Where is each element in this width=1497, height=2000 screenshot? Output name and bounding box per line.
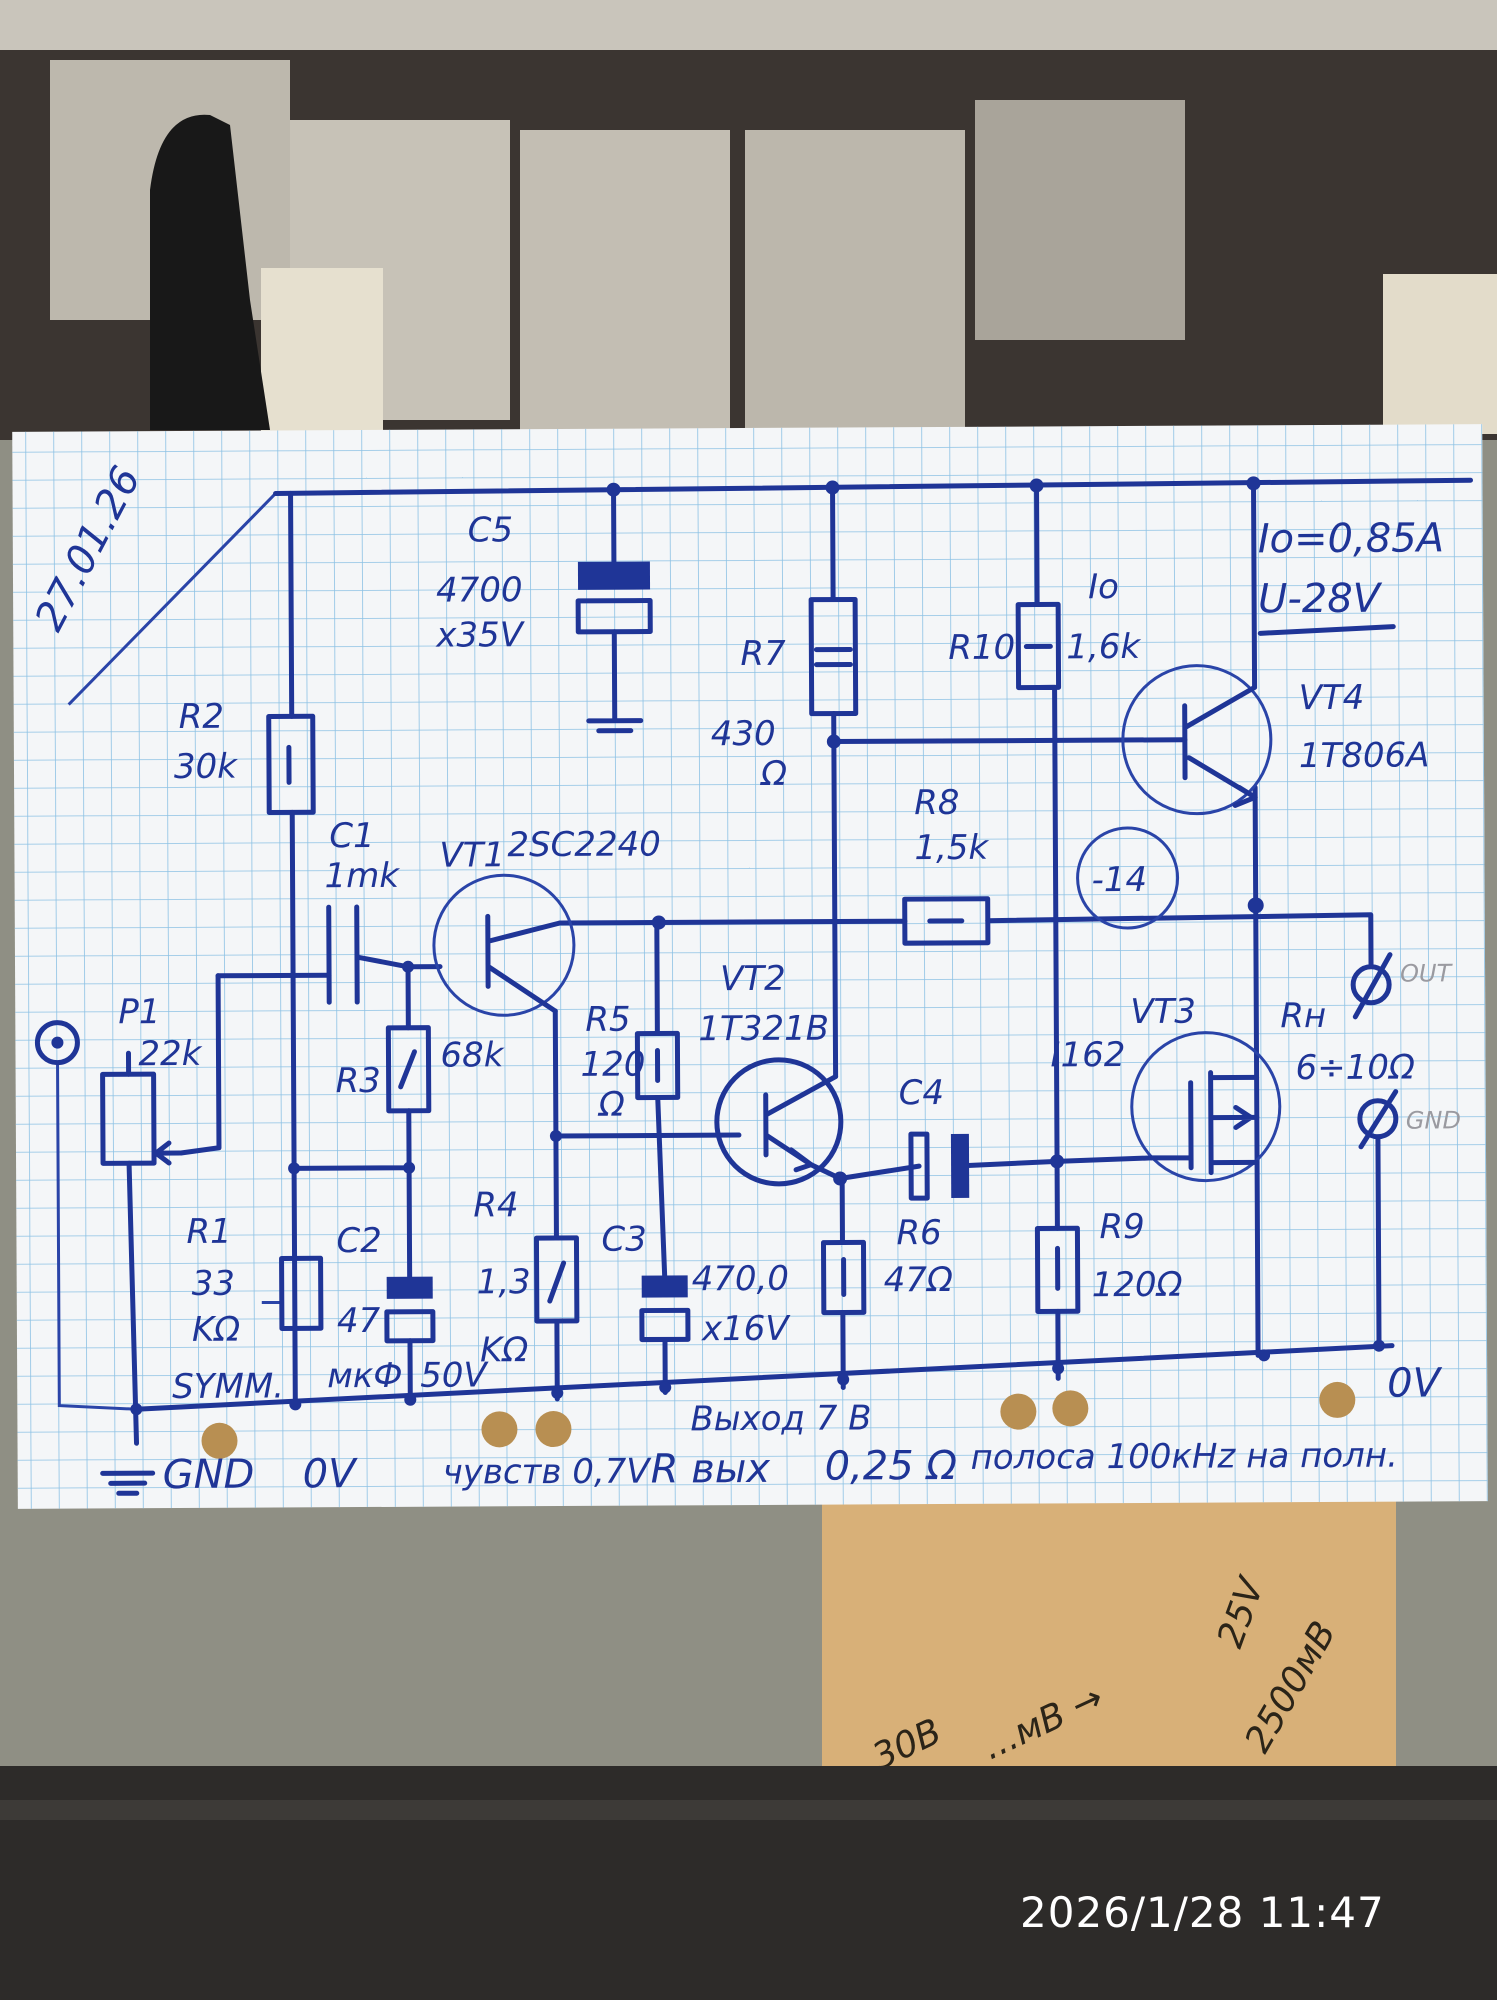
svg-text:R10: R10 <box>948 628 1015 668</box>
svg-text:C1: C1 <box>329 816 375 856</box>
svg-text:C3: C3 <box>601 1220 647 1260</box>
svg-text:47Ω: 47Ω <box>884 1260 953 1300</box>
resistor-r6: R6 47Ω <box>820 1213 953 1316</box>
resistor-r5: R5 120 Ω <box>580 1000 681 1125</box>
resistor-r3: R3 68k <box>336 1025 505 1114</box>
svg-text:Ω: Ω <box>597 1085 625 1125</box>
junction-nodes <box>130 476 1386 1416</box>
load-terminals: OUT GND Rн 6÷10Ω <box>1280 952 1461 1150</box>
svg-text:430: 430 <box>711 714 776 754</box>
svg-text:1Т806А: 1Т806А <box>1299 735 1430 776</box>
svg-text:1Т321В: 1Т321В <box>698 1009 829 1050</box>
photo-timestamp: 2026/1/28 11:47 <box>1020 1888 1385 1937</box>
svg-text:120Ω: 120Ω <box>1092 1265 1183 1305</box>
svg-text:0V: 0V <box>303 1451 359 1497</box>
svg-text:R6: R6 <box>896 1213 941 1253</box>
svg-text:R8: R8 <box>914 783 959 823</box>
resistor-r4: R4 1,3 KΩ <box>473 1185 580 1370</box>
svg-text:2SC2240: 2SC2240 <box>507 824 661 865</box>
cardboard: 30В ...мВ → 25V 2500мВ <box>822 1479 1396 1789</box>
svg-text:68k: 68k <box>440 1035 504 1075</box>
black-cable <box>150 114 270 431</box>
svg-text:1,6k: 1,6k <box>1066 627 1141 667</box>
resistor-r7: R7 430 Ω <box>711 596 859 794</box>
svg-text:VT4: VT4 <box>1299 678 1365 718</box>
svg-text:Io: Io <box>1088 567 1119 607</box>
svg-text:чувств 0,7V: чувств 0,7V <box>443 1452 653 1493</box>
zero-volt-label: 0V <box>1387 1360 1443 1406</box>
capacitor-c1: C1 1mk <box>324 816 400 1005</box>
svg-text:мкФ: мкФ <box>327 1356 403 1396</box>
svg-text:полоса 100кHz на полн.: полоса 100кHz на полн. <box>971 1436 1398 1478</box>
svg-text:R7: R7 <box>740 634 786 674</box>
svg-text:VT2: VT2 <box>720 959 786 999</box>
resistor-r10: R10 1,6k Io <box>948 567 1142 691</box>
svg-text:R4: R4 <box>473 1185 518 1225</box>
svg-text:47: 47 <box>337 1301 381 1341</box>
capacitor-c3: C3 470,0 x16V <box>601 1220 792 1350</box>
transistor-vt3: VT3 I162 <box>1050 992 1282 1183</box>
radiator-background <box>0 0 1497 440</box>
svg-text:22k: 22k <box>138 1034 202 1074</box>
node-voltage-marker: -14 <box>1076 826 1180 930</box>
svg-text:30k: 30k <box>174 747 238 787</box>
capacitor-c2: C2 47 мкФ 50V <box>327 1221 489 1396</box>
footer-notes: GND 0V чувств 0,7V R вых 0,25 Ω полоса 1… <box>163 1436 1398 1498</box>
svg-text:KΩ: KΩ <box>192 1310 241 1350</box>
transistor-vt2: VT2 1Т321В <box>698 959 844 1187</box>
svg-text:R1: R1 <box>186 1212 231 1252</box>
svg-text:SYMM.: SYMM. <box>172 1366 284 1407</box>
svg-text:P1: P1 <box>118 992 160 1032</box>
resistor-r9: R9 120Ω <box>1034 1207 1183 1314</box>
svg-text:120: 120 <box>580 1045 645 1085</box>
transistor-vt1: VT1 2SC2240 <box>432 824 661 1017</box>
svg-text:OUT: OUT <box>1400 959 1454 987</box>
transistor-vt4: VT4 1Т806А <box>1121 664 1430 816</box>
schematic-sheet: 27.01.26 <box>12 424 1488 1509</box>
supply-current: Io=0,85A <box>1258 515 1444 562</box>
svg-text:R3: R3 <box>336 1061 381 1101</box>
svg-text:GND: GND <box>163 1452 255 1498</box>
svg-text:x35V: x35V <box>435 615 526 655</box>
svg-text:4700: 4700 <box>436 570 523 610</box>
resistor-r8: R8 1,5k <box>902 783 991 946</box>
svg-text:R2: R2 <box>179 697 224 737</box>
svg-text:R9: R9 <box>1099 1207 1144 1247</box>
resistor-r1: R1 33 KΩ SYMM. <box>172 1212 324 1407</box>
input-jack <box>34 1020 80 1066</box>
svg-text:33: 33 <box>192 1264 235 1304</box>
svg-text:GND: GND <box>1406 1106 1461 1134</box>
resistor-r2: R2 30k <box>174 697 316 816</box>
svg-text:6÷10Ω: 6÷10Ω <box>1295 1048 1415 1089</box>
output-note: Выход 7 В <box>690 1398 871 1439</box>
svg-text:1,3: 1,3 <box>477 1262 531 1302</box>
svg-text:KΩ: KΩ <box>480 1330 529 1370</box>
svg-text:Ω: Ω <box>759 754 787 794</box>
svg-text:0,25 Ω: 0,25 Ω <box>825 1443 958 1490</box>
svg-text:R5: R5 <box>585 1000 630 1040</box>
svg-text:1mk: 1mk <box>324 856 400 896</box>
svg-text:1,5k: 1,5k <box>914 828 989 868</box>
supply-voltage: U-28V <box>1258 576 1383 623</box>
svg-text:-14: -14 <box>1091 860 1147 900</box>
svg-text:C2: C2 <box>336 1221 382 1261</box>
svg-text:Rн: Rн <box>1280 996 1326 1036</box>
svg-text:470,0: 470,0 <box>692 1259 790 1300</box>
potentiometer-p1: P1 22k <box>100 992 203 1166</box>
svg-text:C4: C4 <box>899 1073 945 1113</box>
svg-text:I162: I162 <box>1050 1035 1125 1075</box>
svg-text:VT1: VT1 <box>439 835 505 875</box>
wires <box>56 477 1473 1496</box>
svg-text:R вых: R вых <box>651 1446 771 1493</box>
capacitor-c4: C4 <box>899 1073 970 1201</box>
svg-text:C5: C5 <box>468 510 514 550</box>
svg-text:VT3: VT3 <box>1130 992 1196 1032</box>
svg-text:x16V: x16V <box>701 1309 792 1349</box>
svg-text:50V: 50V <box>420 1355 489 1395</box>
capacitor-c5: C5 4700 x35V <box>435 510 653 656</box>
